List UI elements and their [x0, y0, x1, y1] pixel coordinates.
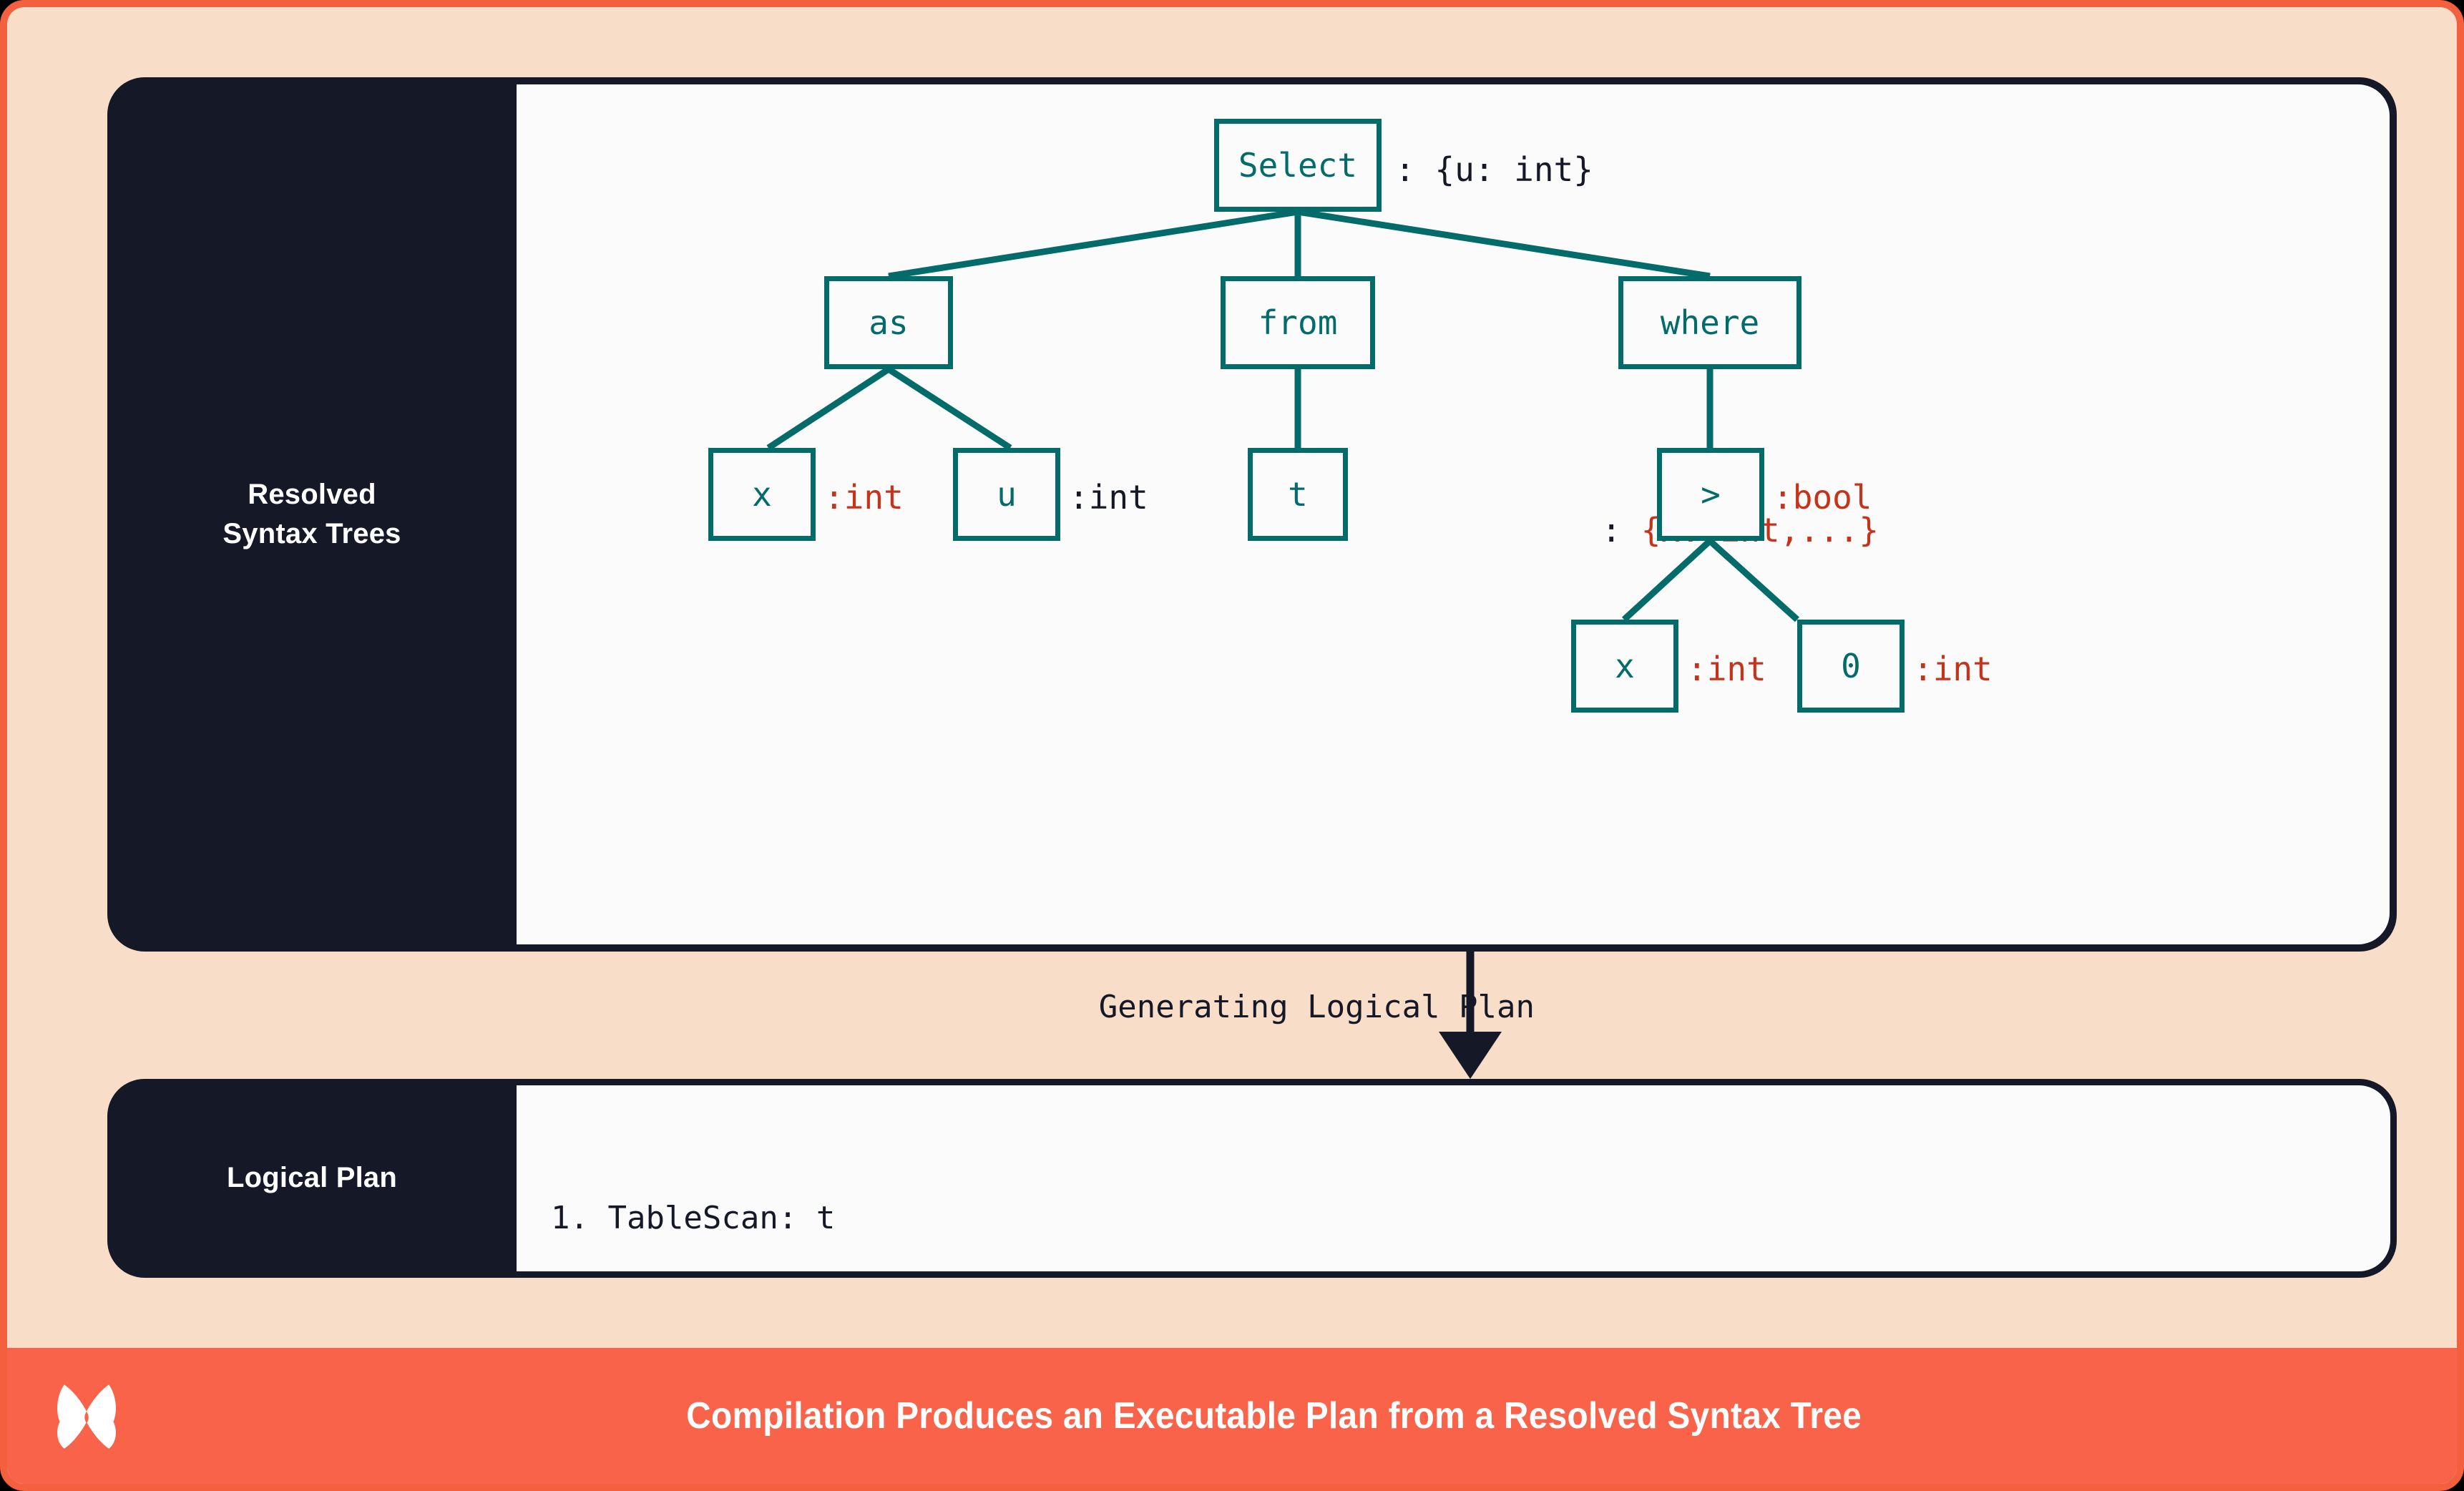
logical-plan-body: 1. TableScan: t 2. Filter: t.x > 0 3. Pr… [517, 1085, 2390, 1271]
tree-annotation-select: : {u: int} [1395, 150, 1593, 189]
footer-banner: Compilation Produces an Executable Plan … [7, 1348, 2457, 1484]
down-arrow-icon [1439, 952, 1502, 1079]
tree-node-as-x[interactable]: x [708, 448, 816, 541]
tree-node-from[interactable]: from [1221, 276, 1375, 369]
tree-annotation-greater-than: :bool [1773, 478, 1872, 517]
panel-label-line1: Resolved [248, 478, 376, 510]
resolved-syntax-trees-label: Resolved Syntax Trees [107, 77, 517, 952]
footer-caption: Compilation Produces an Executable Plan … [686, 1395, 1862, 1437]
tree-node-where[interactable]: where [1618, 276, 1801, 369]
tree-node-as-u[interactable]: u [953, 448, 1060, 541]
annotation-colon: : [1601, 511, 1641, 549]
tree-annotation-gt-x: :int [1687, 650, 1766, 688]
transition-arrow-area: Generating Logical Plan [107, 952, 2397, 1079]
tree-node-greater-than[interactable]: > [1657, 448, 1764, 541]
panel-label-line2: Syntax Trees [223, 518, 401, 549]
logical-plan-label: Logical Plan [226, 1162, 397, 1194]
tree-node-gt-x[interactable]: x [1571, 620, 1678, 713]
tree-node-as[interactable]: as [824, 276, 953, 369]
syntax-tree: Select : {u: int} as from where x :int u… [517, 84, 2390, 944]
resolved-syntax-trees-panel: Resolved Syntax Trees [107, 77, 2397, 952]
tree-annotation-gt-zero: :int [1913, 650, 1993, 688]
tree-node-gt-zero[interactable]: 0 [1797, 620, 1905, 713]
logical-plan-steps: 1. TableScan: t 2. Filter: t.x > 0 3. Pr… [551, 1104, 987, 1271]
plan-step: 1. TableScan: t [551, 1200, 836, 1237]
tree-node-select[interactable]: Select [1214, 119, 1382, 212]
tree-annotation-as-x: :int [824, 478, 904, 517]
butterfly-x-logo-icon [47, 1377, 126, 1455]
tree-annotation-as-u: :int [1069, 478, 1148, 517]
syntax-tree-canvas: Select : {u: int} as from where x :int u… [517, 84, 2390, 944]
logical-plan-panel: Logical Plan 1. TableScan: t 2. Filter: … [107, 1079, 2397, 1278]
tree-node-from-t[interactable]: t [1248, 448, 1348, 541]
